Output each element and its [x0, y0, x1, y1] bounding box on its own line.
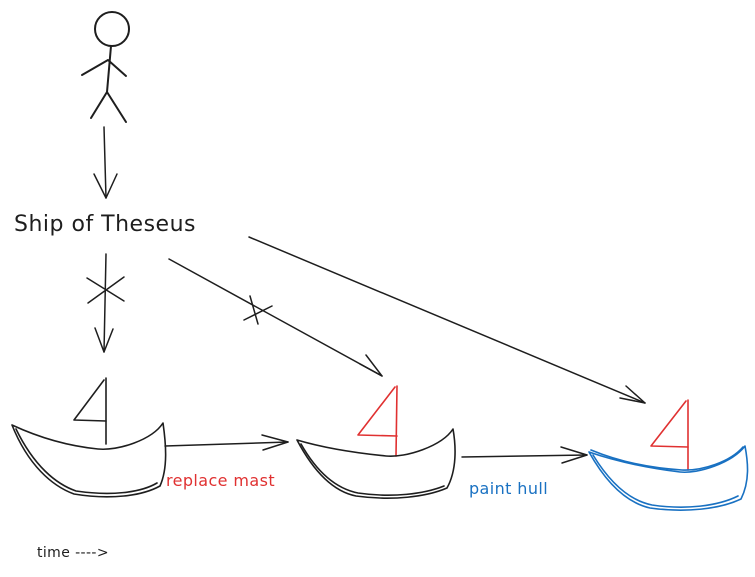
stick-figure-icon — [81, 11, 130, 123]
arrow-paint-hull — [461, 446, 588, 464]
arrow-concept-to-original-ship — [86, 253, 125, 353]
cross-mark-2 — [243, 295, 273, 325]
edge-label-replace-mast: replace mast — [166, 471, 276, 490]
ship-original — [11, 377, 167, 498]
ship-new-mast — [296, 385, 456, 499]
arrow-person-to-concept — [93, 126, 118, 199]
ship-new-mast-painted — [588, 399, 749, 511]
arrow-replace-mast — [164, 434, 289, 451]
diagram-title: Ship of Theseus — [14, 212, 196, 237]
arrow-concept-to-new-mast-ship — [168, 258, 383, 377]
time-axis-label: time ----> — [37, 545, 110, 561]
arrow-concept-to-painted-ship — [248, 236, 646, 404]
edge-label-paint-hull: paint hull — [469, 479, 549, 498]
cross-mark-1 — [86, 276, 125, 304]
